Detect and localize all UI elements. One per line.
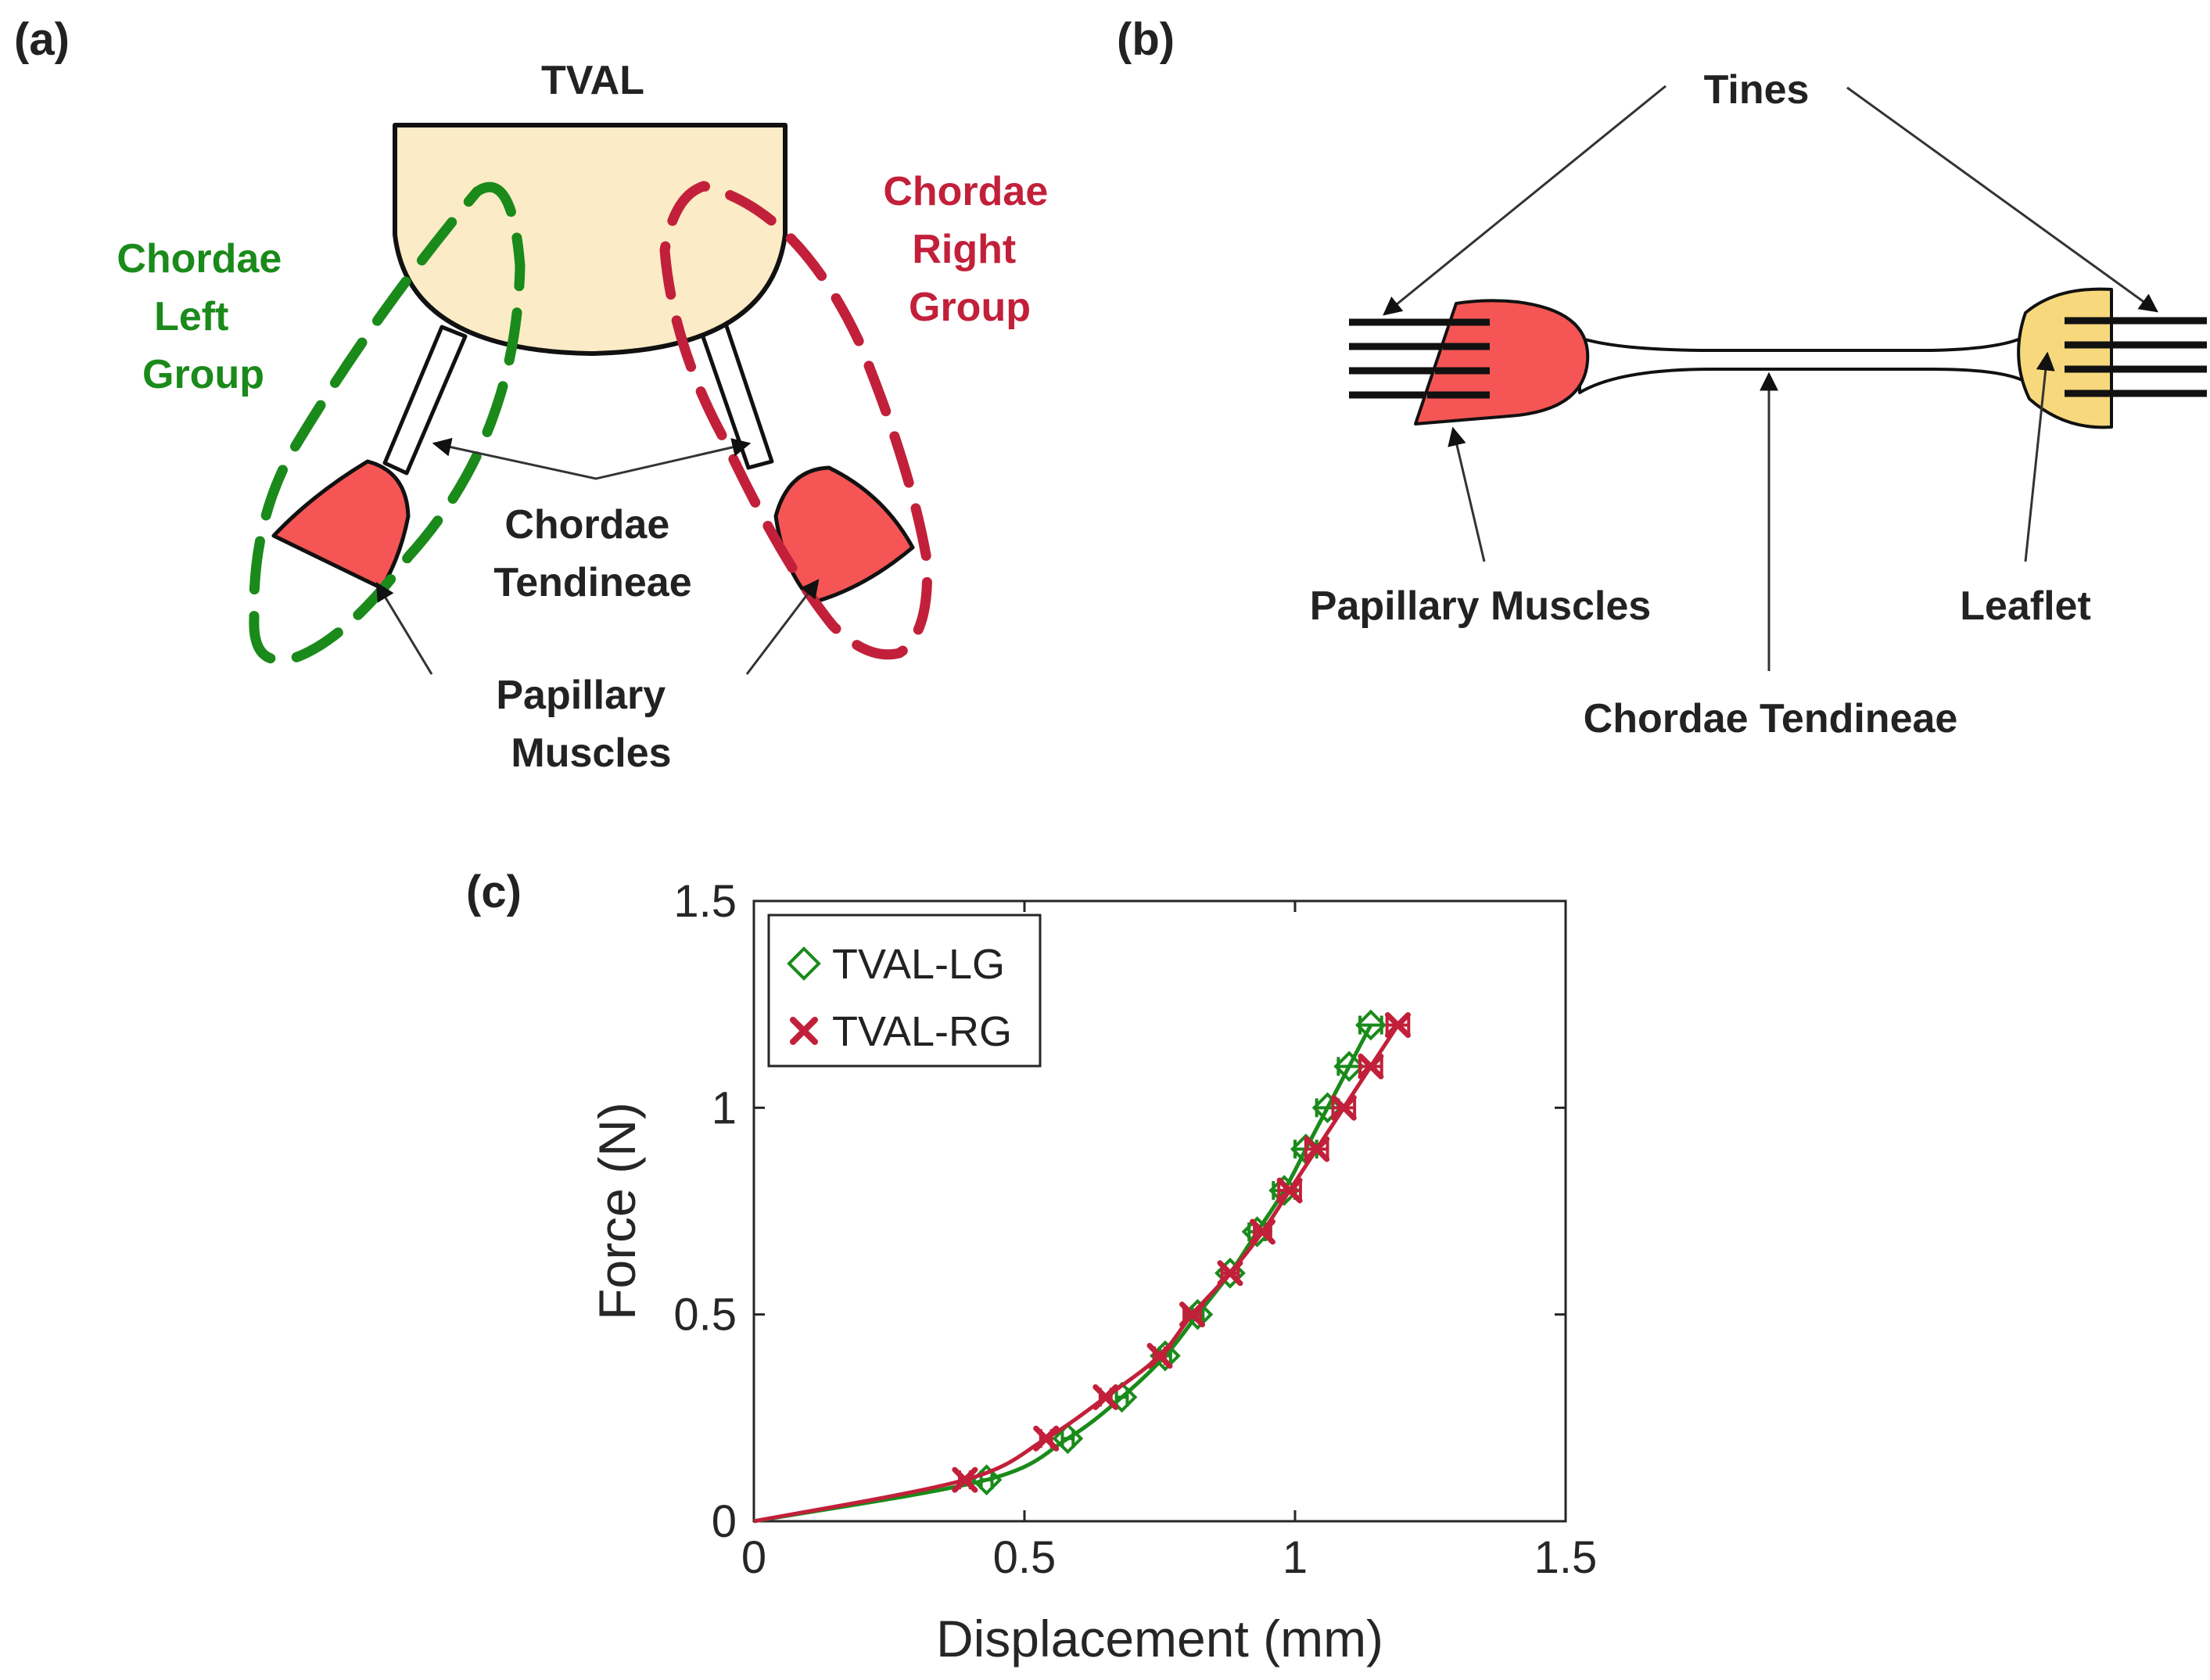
panel-b-letter: (b) <box>1117 14 1175 65</box>
x-axis-title: Displacement (mm) <box>936 1610 1383 1667</box>
right-tines <box>2065 317 2207 397</box>
chordae-line-1: Chordae <box>504 502 669 547</box>
chart-legend: TVAL-LG TVAL-RG <box>767 914 1042 1068</box>
x-tick-label: 0 <box>741 1532 766 1583</box>
left-group-line-3: Group <box>142 352 264 397</box>
legend-marker-lg <box>787 946 821 981</box>
right-group-outline <box>659 181 933 660</box>
x-tick-label: 1 <box>1283 1532 1308 1583</box>
left-tines-overlay <box>1427 318 1490 399</box>
papillary-label: Papillary Muscles <box>496 673 676 776</box>
left-group-outline <box>249 181 526 666</box>
panel-b: (b) Tines <box>1117 14 2207 741</box>
chordae-label: Chordae Tendineae <box>493 502 691 605</box>
panel-c-letter: (c) <box>466 867 522 917</box>
right-papillary-muscle <box>773 465 915 605</box>
series-rg-point <box>1304 1136 1330 1162</box>
legend-label: TVAL-RG <box>832 1008 1012 1055</box>
y-tick-label: 1 <box>712 1082 737 1133</box>
series-rg-point <box>1179 1301 1206 1328</box>
left-papillary-muscle <box>271 459 411 591</box>
panel-a: (a) TVAL Chordae Left Group Chordae Righ… <box>14 14 1059 776</box>
series-rg-point <box>1249 1219 1275 1245</box>
tines-label: Tines <box>1704 67 1810 113</box>
left-group-line-1: Chordae <box>117 236 282 282</box>
left-chordae-strand <box>382 325 468 476</box>
series-rg-point <box>1217 1260 1243 1287</box>
legend-marker-rg <box>790 1017 818 1045</box>
chordae-line-2: Tendineae <box>493 560 691 605</box>
y-tick-label: 1.5 <box>673 876 737 927</box>
series-rg-point <box>1033 1425 1060 1452</box>
series-lg-point <box>1355 1009 1387 1041</box>
series-rg-point <box>952 1466 978 1493</box>
right-group-line-1: Chordae <box>883 169 1048 214</box>
series-lg-point <box>1052 1423 1084 1455</box>
y-tick-label: 0 <box>712 1496 737 1547</box>
legend-label: TVAL-LG <box>832 941 1005 988</box>
y-tick-label: 0.5 <box>673 1290 737 1341</box>
papillary-pointer-right <box>745 579 820 675</box>
right-group-line-2: Right <box>912 227 1016 272</box>
right-group-label: Chordae Right Group <box>883 169 1059 330</box>
b-papillary-pointer <box>1448 426 1486 562</box>
left-group-line-2: Left <box>154 294 228 339</box>
series-rg-point <box>1146 1343 1173 1369</box>
series-rg-point <box>1330 1094 1357 1121</box>
b-leaflet-label: Leaflet <box>1960 583 2091 629</box>
series-rg-point <box>1358 1053 1384 1079</box>
tines-pointer-right <box>1846 86 2158 313</box>
right-group-line-3: Group <box>909 285 1031 330</box>
papillary-line-2: Muscles <box>511 731 671 776</box>
x-tick-label: 1.5 <box>1534 1532 1598 1583</box>
b-leaflet <box>2017 287 2113 429</box>
x-tick-label: 0.5 <box>993 1532 1057 1583</box>
chordae-pointer-lines <box>432 437 752 480</box>
series-lg-point <box>1333 1050 1365 1082</box>
b-chordae-strand <box>1578 335 2027 394</box>
tines-pointer-left <box>1383 84 1666 316</box>
series-rg-point <box>1384 1012 1411 1039</box>
papillary-pointer-left <box>375 581 433 675</box>
series-rg-point <box>1276 1177 1303 1204</box>
b-leaflet-pointer <box>2024 351 2055 562</box>
b-papillary-label: Papillary Muscles <box>1310 583 1651 629</box>
panel-a-letter: (a) <box>14 14 70 65</box>
series-rg-point <box>1092 1384 1119 1410</box>
y-axis-title: Force (N) <box>588 1102 646 1320</box>
b-chordae-label: Chordae Tendineae <box>1584 696 1958 741</box>
papillary-line-1: Papillary <box>496 673 666 718</box>
tval-leaflet-shape <box>393 123 787 356</box>
left-group-label: Chordae Left Group <box>117 236 292 397</box>
tval-title: TVAL <box>541 58 644 103</box>
